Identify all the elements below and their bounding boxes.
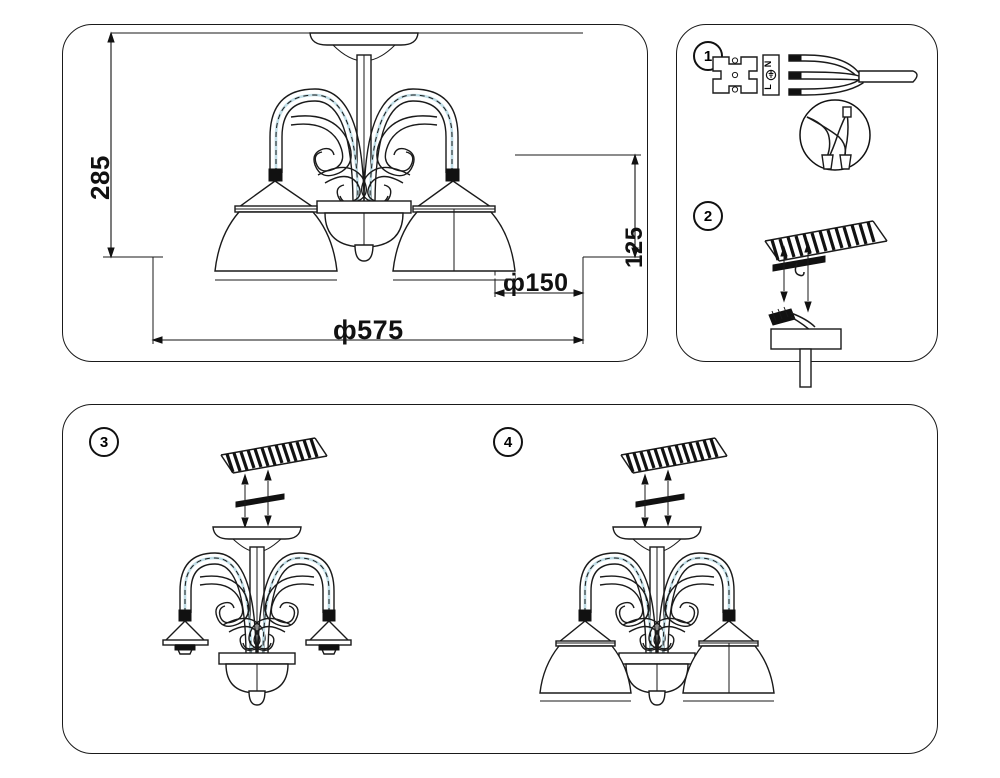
center-hub-step3 bbox=[218, 652, 296, 706]
terminal-label-l: L bbox=[763, 84, 773, 90]
step-3-illustration bbox=[162, 437, 352, 706]
earth-icon bbox=[765, 69, 777, 81]
ceiling-surface-step3 bbox=[220, 437, 328, 474]
terminal-label-plate: N L bbox=[762, 54, 780, 96]
terminal-label-n: N bbox=[763, 61, 773, 68]
arm-right bbox=[360, 88, 460, 205]
stem-step4 bbox=[649, 546, 665, 660]
wiring-panel-svg: N L bbox=[712, 54, 918, 388]
shade-right bbox=[392, 180, 516, 281]
step-number-2: 2 bbox=[693, 201, 723, 231]
ceiling-surface-step4 bbox=[620, 437, 728, 474]
main-drawing-panel: 285 125 ф150 ф575 bbox=[62, 24, 648, 362]
arm-left-step3 bbox=[178, 552, 266, 654]
mounting-bracket-step3 bbox=[235, 469, 285, 529]
step-number-3: 3 bbox=[89, 427, 119, 457]
mounting-bracket-step2 bbox=[772, 241, 826, 313]
three-core-cable bbox=[788, 54, 918, 96]
step-4-illustration bbox=[539, 437, 775, 706]
main-drawing-svg bbox=[103, 31, 641, 344]
assembly-steps-panel: 3 4 bbox=[62, 404, 938, 754]
steps-panel-svg bbox=[162, 437, 775, 706]
shade-left-step4 bbox=[539, 620, 632, 702]
lamp-holder-right-step3 bbox=[305, 620, 352, 655]
canopy-step2 bbox=[770, 328, 842, 388]
twisted-wire-detail bbox=[799, 99, 871, 171]
center-hub bbox=[316, 200, 412, 262]
arm-right-step4 bbox=[648, 552, 736, 654]
arm-left bbox=[268, 88, 368, 205]
arm-left-step4 bbox=[578, 552, 666, 654]
step-number-4: 4 bbox=[493, 427, 523, 457]
shade-right-step4 bbox=[682, 620, 775, 702]
dimension-lines bbox=[103, 31, 641, 344]
mounting-bracket-step4 bbox=[635, 469, 685, 529]
wiring-panel: 1 2 N L bbox=[676, 24, 938, 388]
shade-left bbox=[214, 180, 338, 281]
lamp-holder-left-step3 bbox=[162, 620, 209, 655]
terminal-block bbox=[712, 56, 758, 94]
step-number-1: 1 bbox=[693, 41, 723, 71]
stem-step3 bbox=[249, 546, 265, 660]
arm-right-step3 bbox=[248, 552, 336, 654]
